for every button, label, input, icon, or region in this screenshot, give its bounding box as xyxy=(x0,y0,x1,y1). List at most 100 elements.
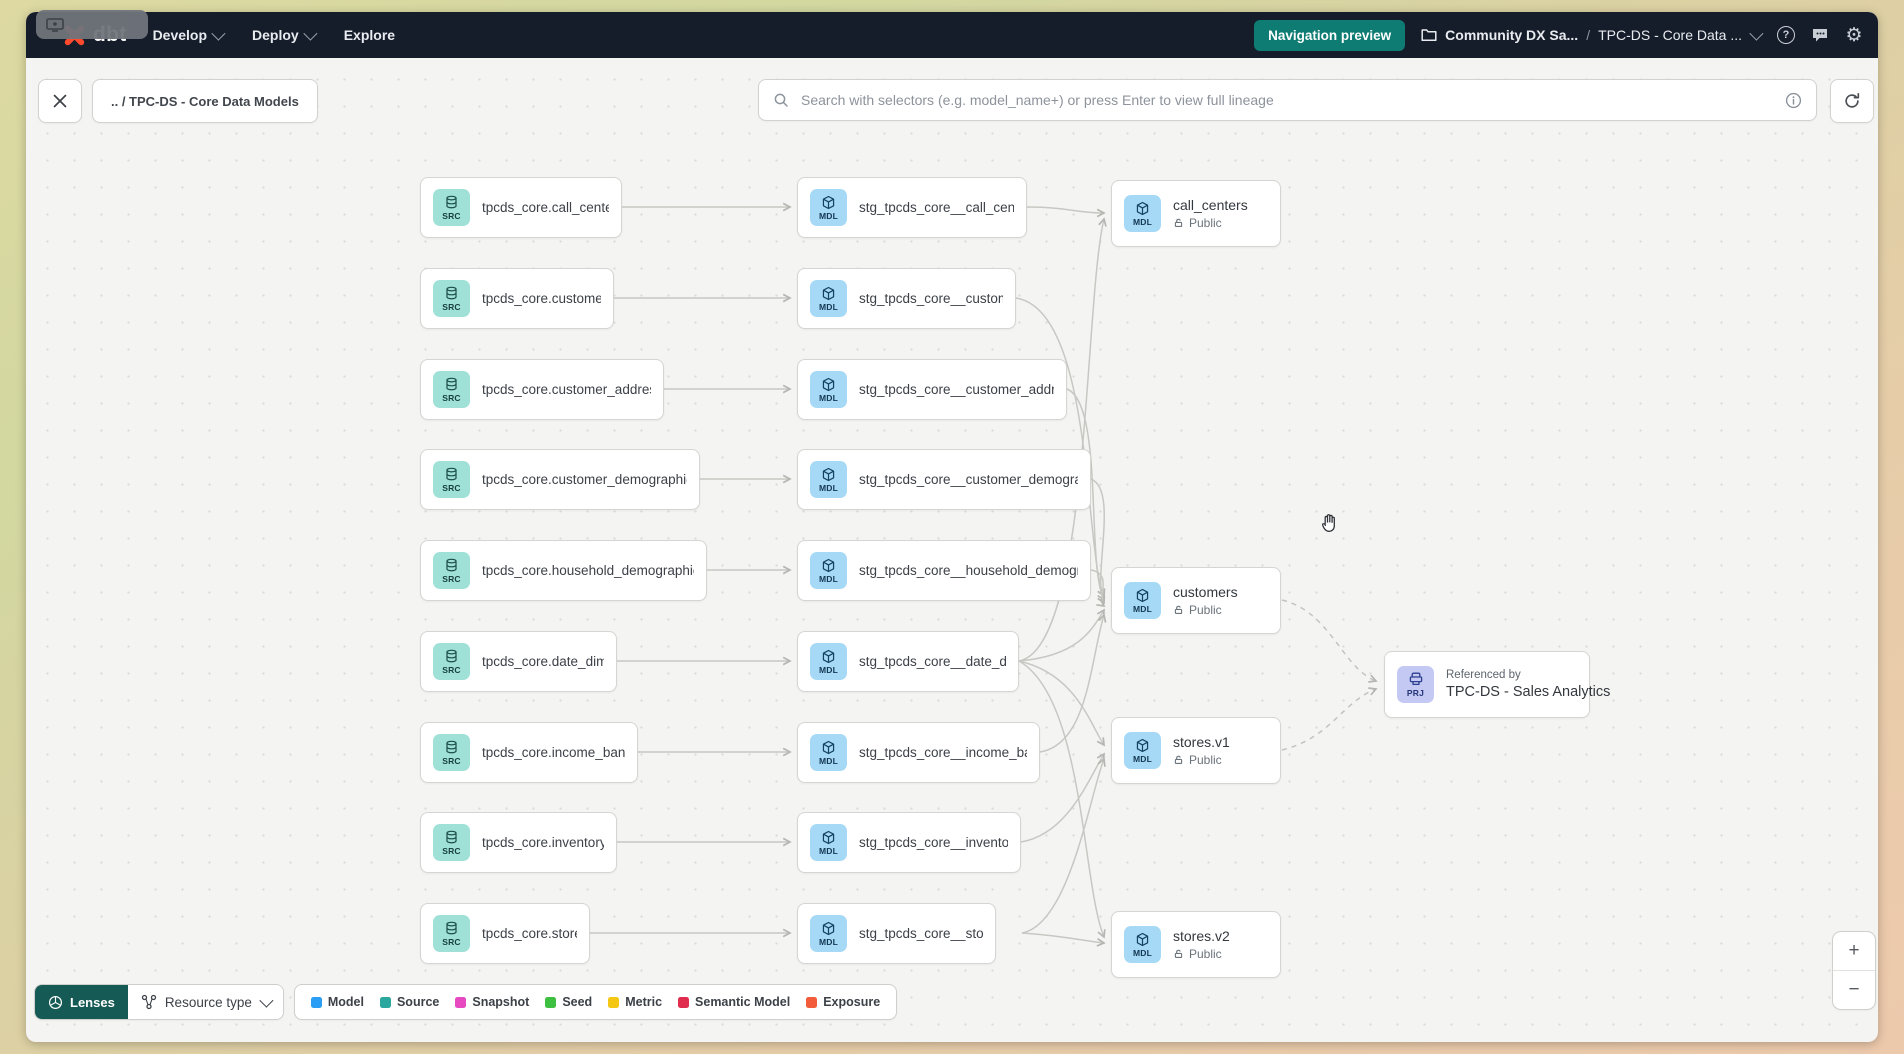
referenced-by-caption: Referenced by xyxy=(1446,669,1521,681)
resource-type-icon xyxy=(141,994,156,1010)
search-input[interactable] xyxy=(799,91,1775,109)
nav-item-deploy[interactable]: Deploy xyxy=(252,26,318,43)
staging-model-node[interactable]: MDL stg_tpcds_core__call_center xyxy=(797,177,1027,238)
breadcrumb-project[interactable]: Community DX Sa... xyxy=(1445,27,1579,43)
chevron-down-icon[interactable] xyxy=(1749,26,1764,41)
database-icon xyxy=(446,286,457,299)
model-cube-icon xyxy=(1136,201,1149,215)
node-label: stores.v1 xyxy=(1173,734,1230,750)
legend-item: Source xyxy=(379,995,439,1009)
screen-icon xyxy=(46,17,64,32)
chevron-down-icon xyxy=(211,26,226,41)
node-label: stg_tpcds_core__call_center xyxy=(859,200,1014,215)
navigation-preview-button[interactable]: Navigation preview xyxy=(1254,19,1406,51)
legend-item: Semantic Model xyxy=(678,995,790,1009)
model-badge: MDL xyxy=(1124,582,1161,619)
zoom-in-button[interactable]: + xyxy=(1848,940,1860,961)
source-badge: SRC xyxy=(433,734,470,771)
legend-swatch xyxy=(310,996,322,1008)
help-icon[interactable]: ? xyxy=(1776,25,1796,45)
source-badge: SRC xyxy=(433,280,470,317)
node-label: stg_tpcds_core__store xyxy=(859,926,983,941)
source-badge: SRC xyxy=(433,461,470,498)
close-lineage-button[interactable] xyxy=(38,79,82,123)
feedback-icon[interactable] xyxy=(1810,25,1830,45)
nav-item-develop[interactable]: Develop xyxy=(153,26,226,43)
model-badge: MDL xyxy=(810,643,847,680)
node-label: tpcds_core.household_demographics xyxy=(482,563,694,578)
legend-swatch xyxy=(806,996,818,1008)
legend-item: Metric xyxy=(608,995,662,1009)
settings-gear-icon[interactable]: ⚙ xyxy=(1845,23,1863,46)
source-badge: SRC xyxy=(433,371,470,408)
referenced-project-node[interactable]: PRJ Referenced by TPC-DS - Sales Analytics xyxy=(1384,651,1611,718)
project-badge: PRJ xyxy=(1397,666,1434,703)
model-cube-icon xyxy=(822,467,835,481)
resource-type-button[interactable]: Resource type xyxy=(127,985,283,1019)
model-cube-icon xyxy=(822,921,835,935)
lenses-button[interactable]: Lenses xyxy=(35,985,128,1019)
node-label: stg_tpcds_core__customer_address xyxy=(859,382,1054,397)
node-label: tpcds_core.store xyxy=(482,926,577,941)
staging-model-node[interactable]: MDL stg_tpcds_core__income_band xyxy=(797,722,1040,783)
model-cube-icon xyxy=(822,195,835,209)
legend-item: Model xyxy=(310,995,364,1009)
node-label: stg_tpcds_core__income_band xyxy=(859,745,1027,760)
zoom-controls: + − xyxy=(1832,931,1876,1010)
model-badge: MDL xyxy=(810,189,847,226)
database-icon xyxy=(446,467,457,480)
zoom-out-button[interactable]: − xyxy=(1848,979,1860,1000)
info-icon[interactable] xyxy=(1785,92,1802,109)
node-label: tpcds_core.customer xyxy=(482,291,601,306)
staging-model-node[interactable]: MDL stg_tpcds_core__customer_address xyxy=(797,359,1067,420)
staging-model-node[interactable]: MDL stg_tpcds_core__inventory xyxy=(797,812,1021,873)
legend-item: Snapshot xyxy=(455,995,529,1009)
folder-icon xyxy=(1421,29,1437,41)
model-badge: MDL xyxy=(810,734,847,771)
breadcrumb-page[interactable]: TPC-DS - Core Data ... xyxy=(1598,27,1742,43)
node-label: stg_tpcds_core__customer xyxy=(859,291,1003,306)
app-window: dbt Develop Deploy Explore Navigation pr… xyxy=(26,12,1878,1042)
model-badge: MDL xyxy=(810,824,847,861)
node-label: stores.v2 xyxy=(1173,928,1230,944)
legend-item: Exposure xyxy=(806,995,880,1009)
source-badge: SRC xyxy=(433,643,470,680)
node-label: stg_tpcds_core__inventory xyxy=(859,835,1008,850)
visibility-badge: Public xyxy=(1173,753,1230,767)
node-label: tpcds_core.call_center xyxy=(482,200,609,215)
chevron-down-icon xyxy=(303,26,318,41)
divider xyxy=(1833,970,1875,971)
model-badge: MDL xyxy=(810,371,847,408)
nav-item-explore[interactable]: Explore xyxy=(343,27,396,43)
lens-controls: Lenses Resource type xyxy=(34,984,284,1020)
close-icon xyxy=(53,94,67,108)
refresh-lineage-button[interactable] xyxy=(1830,79,1874,123)
source-node[interactable]: SRC tpcds_core.customer xyxy=(420,268,614,329)
lock-open-icon xyxy=(1174,218,1183,228)
database-icon xyxy=(446,649,457,662)
model-badge: MDL xyxy=(1124,195,1161,232)
lineage-breadcrumb[interactable]: .. / TPC-DS - Core Data Models xyxy=(92,79,318,123)
model-cube-icon xyxy=(1136,932,1149,946)
database-icon xyxy=(446,830,457,843)
chevron-down-icon xyxy=(259,993,274,1008)
project-name: TPC-DS - Sales Analytics xyxy=(1446,684,1611,700)
